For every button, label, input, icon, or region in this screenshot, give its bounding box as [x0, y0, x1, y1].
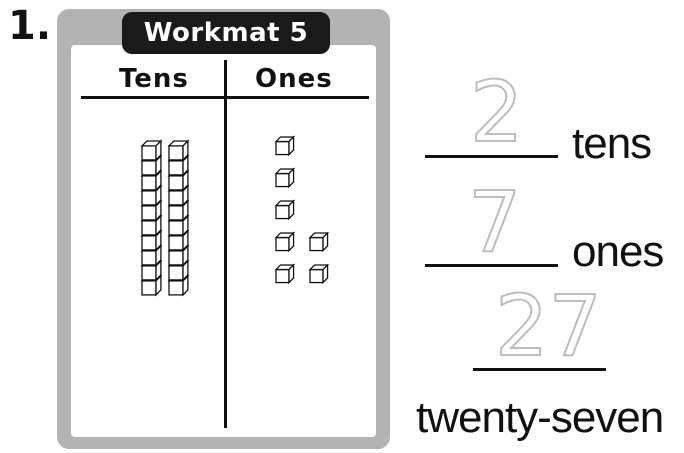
ones-cube — [276, 201, 294, 219]
tens-rods — [142, 141, 188, 295]
ones-cube — [276, 137, 294, 155]
number-word: twenty-seven — [416, 396, 663, 440]
rod-unit — [142, 141, 161, 160]
ones-cube — [276, 169, 294, 187]
ones-cubes — [276, 137, 328, 283]
ones-cube — [310, 233, 328, 251]
ones-cube — [310, 265, 328, 283]
tens-traced-digit: 2 — [470, 70, 523, 154]
ones-cube — [276, 265, 294, 283]
total-traced-number: 27 — [495, 284, 602, 368]
tens-label: tens — [572, 122, 651, 166]
ones-traced-digit: 7 — [468, 180, 521, 264]
ones-cube — [276, 233, 294, 251]
tens-rod — [169, 141, 188, 295]
tens-rod — [142, 141, 161, 295]
ones-label: ones — [572, 230, 663, 274]
rod-unit — [169, 141, 188, 160]
